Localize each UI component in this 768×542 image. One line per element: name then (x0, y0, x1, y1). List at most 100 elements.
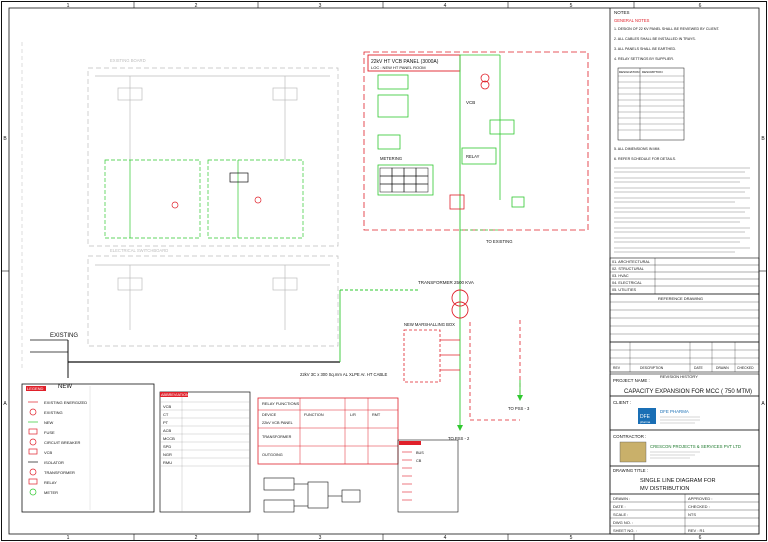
frame-column-numbers: 1 2 3 4 5 6 1 2 3 4 5 6 B A B A (3, 3, 765, 541)
legend-item-8: RELAY (44, 480, 57, 485)
contractor-block: CONTRACTOR : CRESCON PROJECTS & SERVICES… (609, 429, 760, 467)
legend-symbols (28, 401, 38, 496)
legend-item-3: FUSE (44, 430, 55, 435)
drawing-title-line1: SINGLE LINE DIAGRAM FOR (640, 478, 716, 484)
field-row-0-r: APPROVED : (688, 496, 712, 501)
legend-frame (21, 383, 155, 513)
legend-item-6: ISOLATOR (44, 460, 64, 465)
reference-drawing-title: REFERENCE DRAWING (658, 296, 703, 301)
field-row-4-r: REV : R1 (688, 528, 705, 533)
symbols-list: BUS CB (397, 439, 459, 513)
revision-block: REV DESCRIPTION DATE DRAWN CHECKED REVIS… (609, 341, 760, 379)
abbr-2: PT (163, 420, 169, 425)
notes-table-header-right: DESCRIPTION (642, 70, 663, 74)
reference-drawing-block: REFERENCE DRAWING (609, 293, 760, 343)
abbr-6: NGR (163, 452, 172, 457)
transformer-symbol (451, 289, 469, 319)
inner-frame (8, 7, 760, 535)
field-row-2-r: NTS (688, 512, 696, 517)
relay-header-2: L/R (350, 413, 356, 417)
ht-panel-title: 22kV HT VCB PANEL (3000A) (371, 59, 439, 65)
legend-item-4: CIRCUIT BREAKER (44, 440, 80, 445)
outgoing-2-label: TO PSS - 3 (508, 406, 530, 411)
discipline-2: 03. HVAC (612, 274, 629, 278)
existing-green-panels (104, 159, 304, 239)
col-num-3b: 3 (319, 535, 322, 541)
col-num-2: 2 (195, 3, 198, 9)
col-num-2b: 2 (195, 535, 198, 541)
rev-header-2: DATE (694, 366, 704, 370)
relay-row-0: 22kV VCB PANEL (262, 421, 293, 425)
row-letter-b-right: B (761, 136, 765, 142)
ht-panel-subtitle: LOC : NEW HT PANEL ROOM (371, 65, 426, 70)
col-num-1b: 1 (67, 535, 70, 541)
legend-item-1: EXISTING (44, 410, 63, 415)
ht-panel-grid (379, 167, 429, 193)
relay-header-1: FUNCTION (304, 413, 324, 417)
client-logo (638, 408, 656, 424)
cb-label: CB (416, 459, 422, 463)
abbr-5: SPD (163, 444, 171, 449)
col-num-6b: 6 (699, 535, 702, 541)
col-num-1: 1 (67, 3, 70, 9)
relay-header-3: RMT (372, 413, 381, 417)
legend-item-9: METER (44, 490, 58, 495)
discipline-4: 05. UTILITIES (612, 288, 637, 292)
note-2: 3. ALL PANELS SHALL BE EARTHED. (614, 47, 676, 51)
outgoing-arrows (457, 395, 523, 431)
discipline-0: 01. ARCHITECTURAL (612, 260, 650, 264)
relay-label: RELAY (466, 154, 480, 159)
abbr-3: ACB (163, 428, 172, 433)
drawing-title-block: DRAWING TITLE : SINGLE LINE DIAGRAM FOR … (609, 465, 760, 495)
col-num-4: 4 (444, 3, 447, 9)
green-panel-right (207, 159, 304, 239)
field-row-3-l: DWG NO. : (613, 520, 633, 525)
discipline-table: 01. ARCHITECTURAL 02. STRUCTURAL 03. HVA… (609, 257, 760, 295)
outgoing-feeders (469, 320, 521, 421)
relay-row-2: OUTGOING (262, 453, 283, 457)
field-row-1-r: CHECKED : (688, 504, 710, 509)
note-3: 4. RELAY SETTINGS BY SUPPLIER. (614, 57, 674, 61)
col-num-6: 6 (699, 3, 702, 9)
contractor-logo (619, 441, 647, 463)
cable-label: 22kV 3C x 300 Sq.mm AL XLPE Ar. HT CABLE (300, 372, 387, 377)
relay-box (403, 329, 460, 383)
rev-header-0: REV (613, 366, 621, 370)
revision-history-title: REVISION HISTORY (660, 374, 698, 379)
ht-panel-frame (363, 51, 589, 231)
discipline-1: 02. STRUCTURAL (612, 267, 644, 271)
relay-functions-table: RELAY FUNCTIONS DEVICE FUNCTION L/R RMT … (257, 397, 399, 513)
green-panel-left (104, 159, 201, 239)
relay-header-0: DEVICE (262, 413, 277, 417)
transformer-label: TRANSFORMER 2500 KVA (418, 280, 474, 285)
field-row-1-l: DATE : (613, 504, 626, 509)
ht-panel (363, 51, 589, 231)
client-logo-text: DFE (640, 414, 651, 420)
client-logo-sub: pharma (640, 420, 651, 424)
client-name: DFE PHARMA (660, 409, 689, 414)
outgoing-1-label: TO PSS - 2 (448, 436, 470, 441)
rev-header-1: DESCRIPTION (640, 366, 664, 370)
drawing-title-label: DRAWING TITLE : (613, 468, 648, 473)
rev-header-4: CHECKED (737, 366, 754, 370)
notes-table-header-left: DESIGNATION (619, 70, 639, 74)
existing-panel-label: ELECTRICAL SWITCHBOARD (110, 248, 168, 253)
abbr-7: RMU (163, 460, 172, 465)
existing-label: EXISTING (50, 333, 78, 339)
bus-label: BUS (416, 451, 424, 455)
abbreviations-title: ABBREVIATIONS (161, 393, 192, 397)
notes-subheader: GENERAL NOTES (614, 18, 650, 23)
project-name: CAPACITY EXPANSION FOR MCC ( 750 MTM) (624, 389, 752, 395)
col-num-5b: 5 (570, 535, 573, 541)
relay-row-1: TRANSFORMER (262, 435, 292, 439)
existing-board-top-label: EXISTING BOARD (110, 58, 146, 63)
existing-new-marker: EXISTING NEW (30, 333, 78, 390)
new-relay-box-label: NEW MARSHALLING BOX (404, 322, 455, 327)
to-existing-label: TO EXISTING (486, 239, 512, 244)
existing-board-section (87, 67, 339, 347)
abbreviations-table: ABBREVIATIONS VCB CT PT ACB MCCB SPD NGR… (159, 391, 251, 513)
legend-item-5: VCB (44, 450, 53, 455)
field-row-0-l: DRAWN : (613, 496, 630, 501)
